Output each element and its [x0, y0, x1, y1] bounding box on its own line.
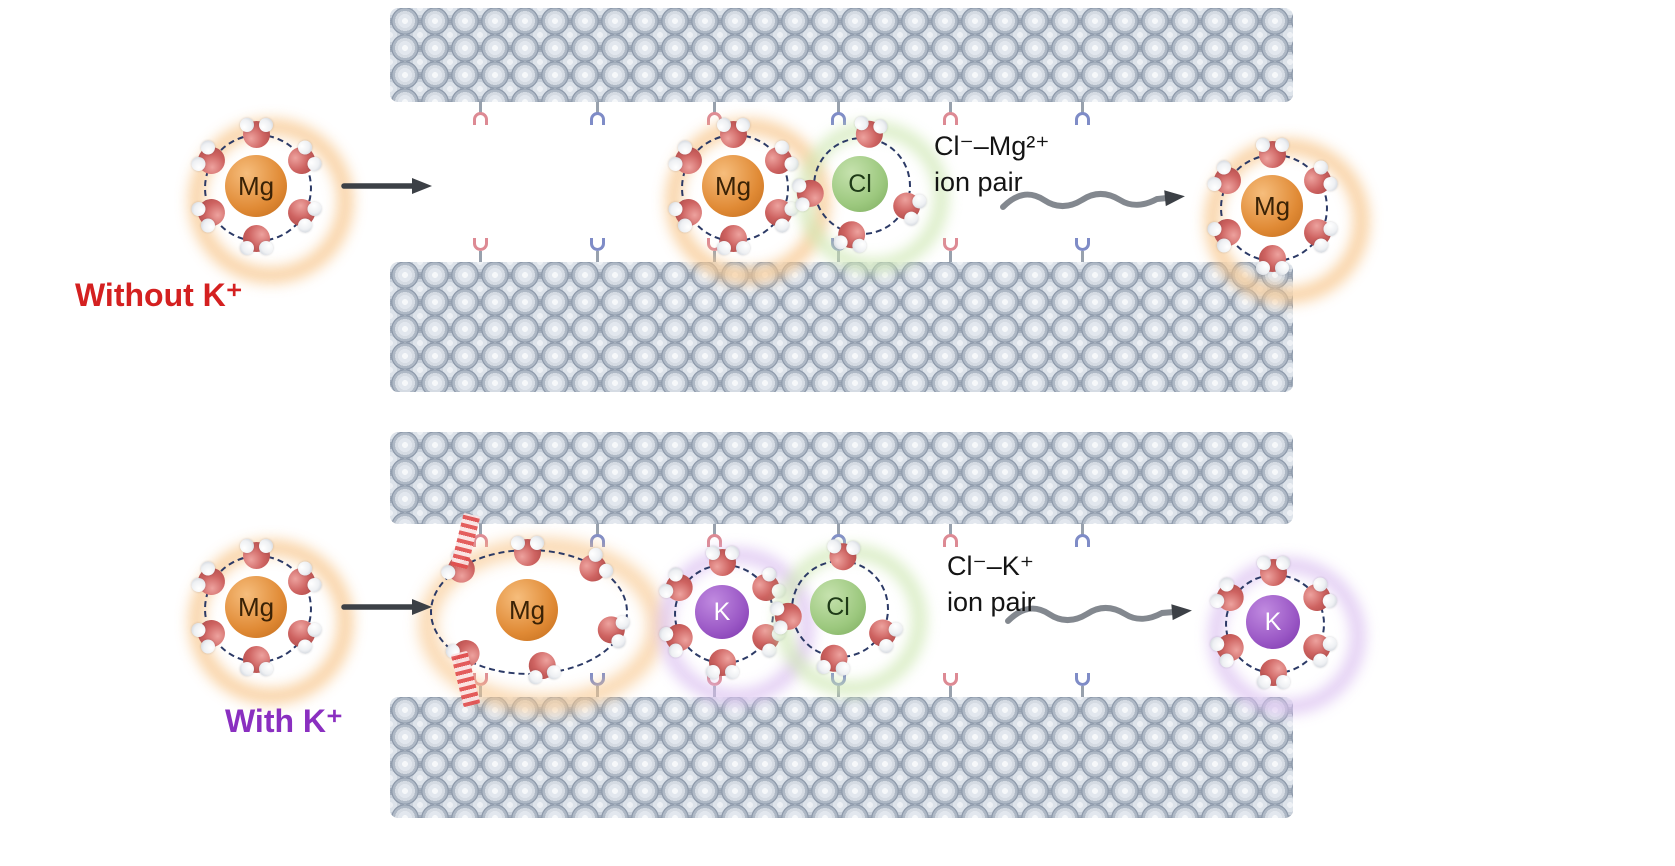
cl-ion: Cl [832, 156, 888, 212]
water-molecule [242, 645, 270, 673]
water-molecule [1258, 140, 1286, 168]
water-molecule [1258, 244, 1286, 272]
mg-ion: Mg [702, 155, 764, 217]
functional-group-icon [590, 524, 605, 550]
ion-pair-label-line2: ion pair [934, 167, 1023, 197]
membrane-wall-bottom-lower [390, 697, 1293, 818]
mg-ion: Mg [1241, 175, 1303, 237]
functional-group-icon [590, 102, 605, 128]
water-molecule [708, 648, 736, 676]
membrane-wall-bottom-upper [390, 432, 1293, 524]
membrane-wall-top-lower [390, 262, 1293, 392]
k-ion: K [1246, 595, 1300, 649]
functional-group-icon [943, 236, 958, 262]
scenario-label-with-k: With K⁺ [225, 703, 343, 739]
functional-group-icon [473, 236, 488, 262]
ion-pair-label-line1: Cl⁻–K⁺ [947, 551, 1035, 581]
functional-group-icon [943, 671, 958, 697]
functional-group-icon [473, 524, 488, 550]
cl-ion: Cl [810, 579, 866, 635]
functional-group-icon [1075, 671, 1090, 697]
k-ion: K [695, 585, 749, 639]
ion-pair-label-bottom: Cl⁻–K⁺ ion pair [947, 548, 1036, 620]
water-molecule [242, 120, 270, 148]
mg-ion: Mg [496, 579, 558, 641]
functional-group-icon [590, 236, 605, 262]
functional-group-icon [1075, 102, 1090, 128]
functional-group-icon [707, 524, 722, 550]
ion-pair-label-line2: ion pair [947, 587, 1036, 617]
functional-group-icon [1075, 236, 1090, 262]
water-molecule [242, 224, 270, 252]
ion-pair-label-line1: Cl⁻–Mg²⁺ [934, 131, 1050, 161]
water-molecule [1259, 558, 1287, 586]
water-molecule [708, 548, 736, 576]
functional-group-icon [943, 102, 958, 128]
scenario-label-without-k: Without K⁺ [75, 277, 243, 313]
ion-pair-label-top: Cl⁻–Mg²⁺ ion pair [934, 128, 1050, 200]
water-molecule [719, 224, 747, 252]
functional-group-icon [831, 102, 846, 128]
functional-group-icon [943, 524, 958, 550]
mg-ion: Mg [225, 155, 287, 217]
mg-ion: Mg [225, 576, 287, 638]
functional-group-icon [1075, 524, 1090, 550]
functional-group-icon [473, 102, 488, 128]
membrane-wall-top-upper [390, 8, 1293, 102]
water-molecule [1259, 658, 1287, 686]
water-molecule [719, 120, 747, 148]
water-molecule [513, 538, 541, 566]
water-molecule [242, 541, 270, 569]
